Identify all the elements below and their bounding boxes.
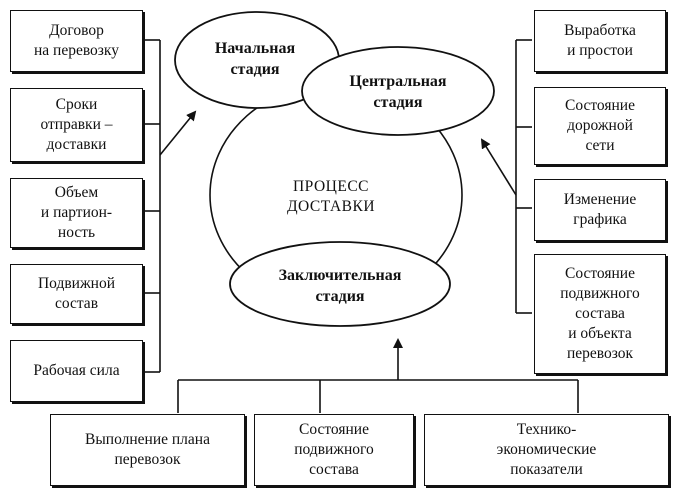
left-factor-box: Рабочая сила [10,340,143,402]
right-factor-box: Выработка и простои [534,10,666,72]
left-factor-box: Сроки отправки – доставки [10,88,143,162]
left-factor-box: Подвижной состав [10,264,143,324]
central-stage-ellipse [301,46,495,136]
initial-stage-label: Начальная стадия [214,40,296,78]
left-factor-box: Договор на перевозку [10,10,143,72]
final-stage-label: Заключительная стадия [278,267,402,305]
right-factor-box: Состояние подвижного состава и объекта п… [534,254,666,374]
final-stage-ellipse [229,241,451,327]
left-factor-box: Объем и партион- ность [10,178,143,248]
left-connector [144,39,197,373]
process-label: ПРОЦЕСС ДОСТАВКИ [286,178,376,215]
central-stage-label: Центральная стадия [349,73,447,111]
bottom-factor-box: Выполнение плана перевозок [50,414,245,486]
right-factor-box: Состояние дорожной сети [534,87,666,165]
bottom-factor-box: Технико- экономические показатели [424,414,669,486]
right-connector [480,39,532,314]
bottom-factor-box: Состояние подвижного состава [254,414,414,486]
bottom-connector [177,338,579,413]
right-factor-box: Изменение графика [534,179,666,241]
